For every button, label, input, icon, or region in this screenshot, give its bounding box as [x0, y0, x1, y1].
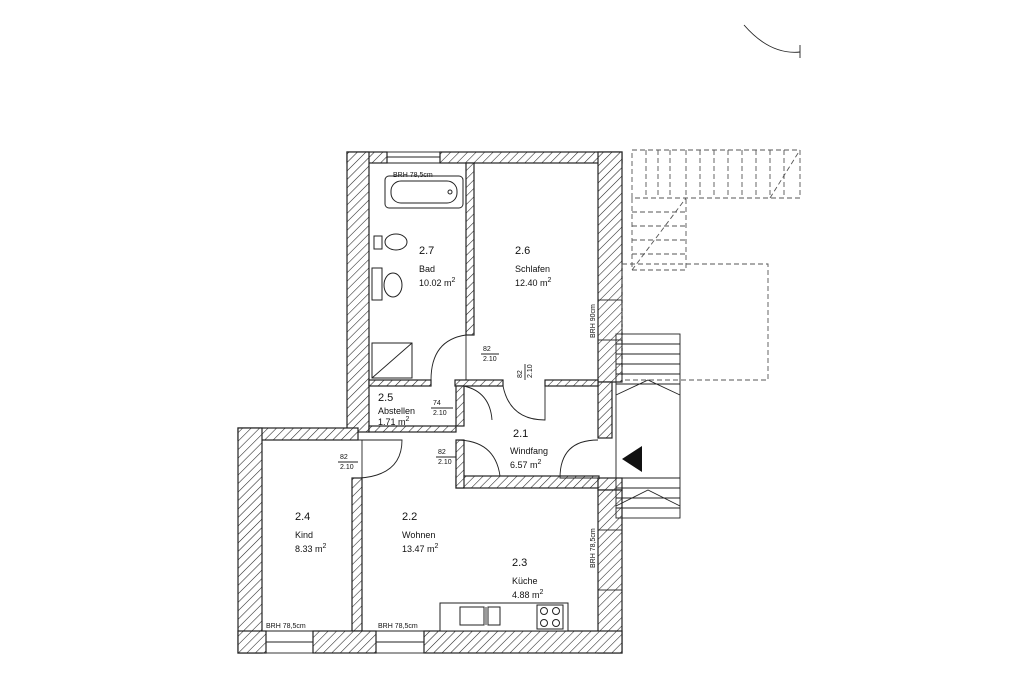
- burner-icon: [552, 619, 560, 627]
- room-number: 2.5: [378, 392, 393, 404]
- room-area: 4.88 m2: [512, 589, 544, 600]
- walls: [237, 151, 623, 654]
- window-labels: BRH 78,5cm BRH 90cm BRH 78,5cm BRH 78,5c…: [266, 172, 597, 630]
- door-width: 82: [517, 370, 524, 378]
- door-width: 74: [433, 400, 441, 407]
- door-height: 2.10: [527, 364, 534, 378]
- door-schlafen: [502, 385, 546, 421]
- room-name: Schlafen: [515, 264, 550, 274]
- bathtub-inner: [390, 180, 458, 204]
- room-area: 13.47 m2: [402, 543, 439, 554]
- bathroom-fixtures: [371, 175, 464, 379]
- room-area: 12.40 m2: [515, 277, 552, 288]
- door-height: 2.10: [438, 459, 452, 466]
- door-entrance: [559, 439, 599, 479]
- room-name: Küche: [512, 576, 538, 586]
- toilet-tank: [373, 235, 383, 250]
- room-number: 2.7: [419, 245, 434, 257]
- burner-icon: [540, 607, 548, 615]
- sink-counter: [371, 267, 383, 301]
- window-sill-height: BRH 78,5cm: [266, 623, 306, 630]
- window-sill-height: BRH 78,5cm: [378, 623, 418, 630]
- kitchen-sink: [459, 606, 485, 626]
- room-name: Kind: [295, 530, 313, 540]
- room-name: Windfang: [510, 446, 548, 456]
- burner-icon: [552, 607, 560, 615]
- room-number: 2.6: [515, 245, 530, 257]
- window-sill-height: BRH 78,5cm: [590, 528, 597, 568]
- room-name: Wohnen: [402, 530, 435, 540]
- drain-icon: [447, 189, 453, 195]
- window-sill-height: BRH 90cm: [590, 304, 597, 338]
- room-number: 2.4: [295, 511, 310, 523]
- door-width: 82: [438, 449, 446, 456]
- entrance-stairs: [615, 333, 681, 519]
- door-height: 2.10: [340, 464, 354, 471]
- door-height: 2.10: [483, 356, 497, 363]
- room-area: 6.57 m2: [510, 459, 542, 470]
- room-name: Abstellen: [378, 406, 415, 416]
- door-width: 82: [340, 454, 348, 461]
- room-number: 2.2: [402, 511, 417, 523]
- window-sill-height: BRH 78,5cm: [393, 172, 433, 179]
- door-swings: [358, 334, 599, 479]
- door-abstellen: [463, 385, 493, 421]
- room-number: 2.1: [513, 428, 528, 440]
- kitchen-counter: [439, 602, 569, 632]
- arc-line: [743, 24, 801, 53]
- door-wohnen: [455, 439, 501, 477]
- entrance-arrow-icon: [622, 446, 642, 472]
- room-name: Bad: [419, 264, 435, 274]
- toilet: [384, 233, 408, 251]
- room-labels: 2.7 Bad 10.02 m2 2.6 Schlafen 12.40 m2 2…: [295, 245, 552, 600]
- sink: [383, 272, 403, 298]
- door-bad: [430, 334, 467, 381]
- door-dimensions: 82 2.10 82 2.10 74 2.10 82 2.10 82 2.10: [338, 346, 534, 471]
- door-kind: [358, 439, 403, 479]
- window-openings: [265, 151, 623, 654]
- room-area: 8.33 m2: [295, 543, 327, 554]
- door-width: 82: [483, 346, 491, 353]
- room-outlines: [261, 162, 598, 632]
- shower-line: [371, 342, 413, 379]
- burner-icon: [540, 619, 548, 627]
- room-area: 1.71 m2: [378, 416, 410, 427]
- room-area: 10.02 m2: [419, 277, 456, 288]
- door-height: 2.10: [433, 410, 447, 417]
- exterior-stairs: [621, 149, 801, 381]
- room-number: 2.3: [512, 557, 527, 569]
